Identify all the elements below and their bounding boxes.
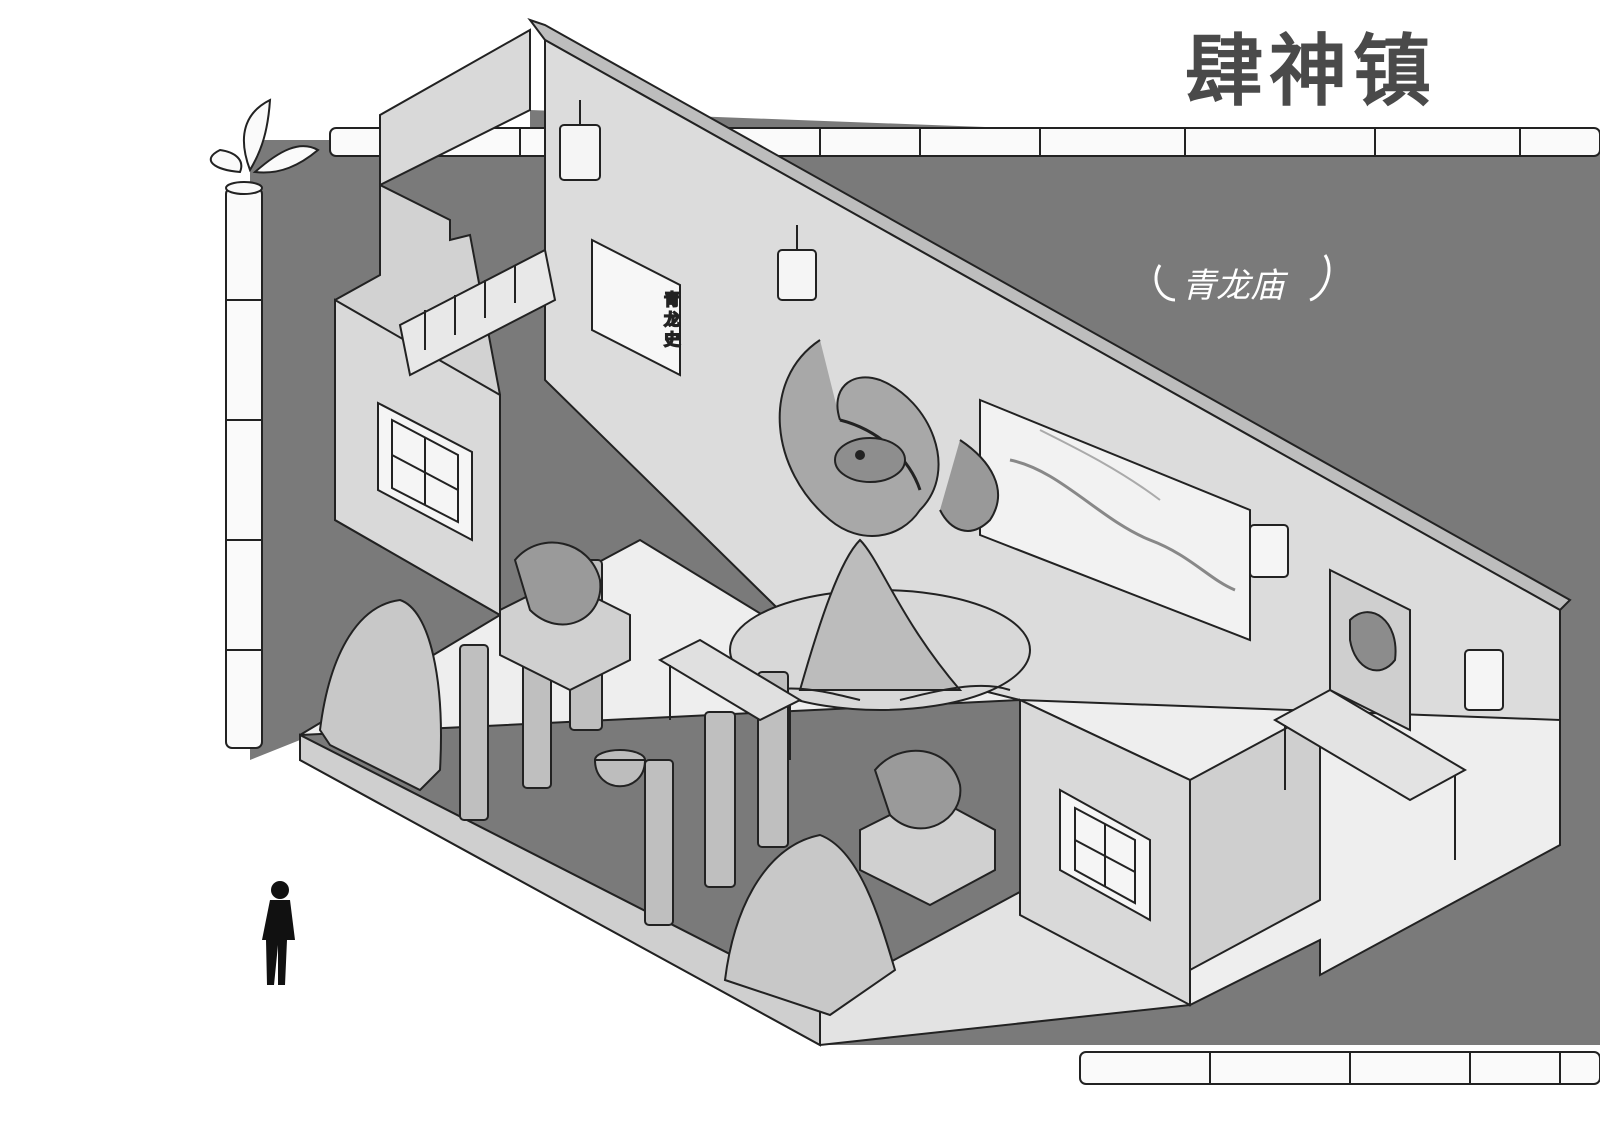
plaque-char-3: 史 (664, 330, 680, 349)
lattice-window-left (377, 401, 473, 542)
candle-rack (398, 248, 557, 377)
temple-sign: 青龙庙 (1154, 254, 1331, 306)
guardian-statue-left (499, 541, 631, 692)
rock-icon (318, 598, 897, 1017)
altar-shrine (1272, 568, 1468, 860)
plaque-char-2: 龙 (664, 310, 680, 329)
tree-icon (729, 538, 1031, 711)
history-plaque: 青 龙 史 (591, 238, 681, 377)
incense-cauldron (593, 749, 647, 788)
lattice-window-right (1059, 788, 1151, 922)
lantern-icon (559, 100, 1504, 711)
person-silhouette-icon (262, 881, 295, 985)
temple-sign-text: 青龙庙 (1182, 266, 1289, 306)
guardian-statue-right (859, 749, 996, 907)
offering-table (657, 638, 803, 760)
plaque-char-1: 青 (664, 290, 680, 309)
dragon-icon (778, 339, 1000, 537)
page-title: 肆神镇 (1185, 27, 1437, 117)
bamboo-icon (209, 98, 1600, 1085)
